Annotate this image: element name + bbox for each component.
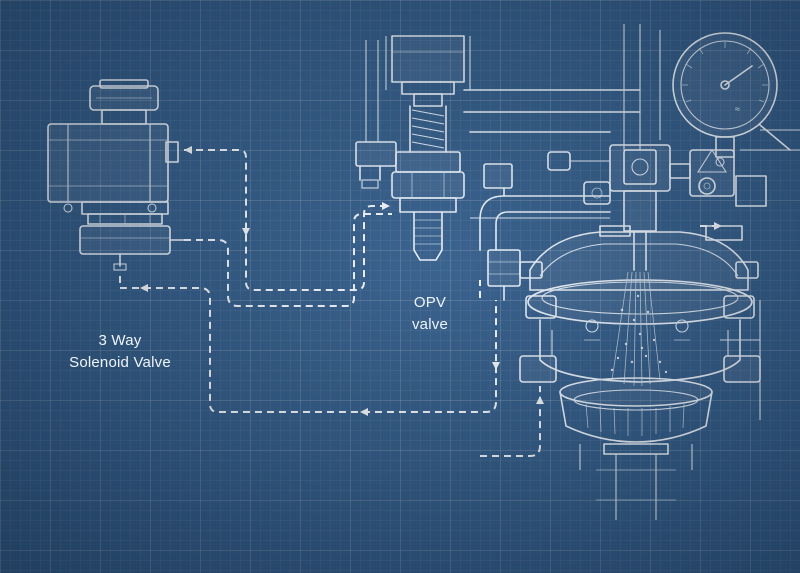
flow-arrows [140,146,722,416]
opv-valve [355,35,471,261]
group-head: ≈ [463,24,800,520]
opv-label-line2: valve [411,316,449,333]
flow-lines [119,149,720,457]
solenoid-label-line1: 3 Way [98,332,142,349]
svg-text:≈: ≈ [735,104,740,114]
solenoid-valve-label: 3 Way Solenoid Valve [55,330,185,374]
opv-valve-label: OPV valve [392,292,468,336]
solenoid-valve [47,79,185,271]
solenoid-label-line2: Solenoid Valve [69,354,171,371]
opv-label-line1: OPV [413,294,447,311]
